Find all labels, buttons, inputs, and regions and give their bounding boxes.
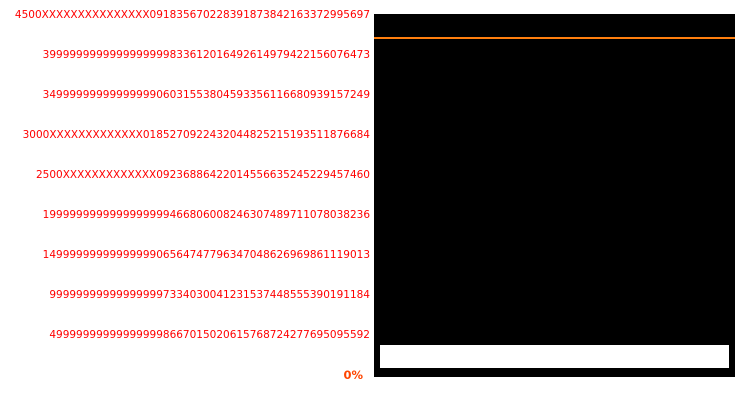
y-tick-label: 3999999999999999999833612016492614979422…: [42, 49, 370, 61]
data-bar: [380, 345, 729, 368]
y-tick-label: 3499999999999999906031553804593356116680…: [42, 89, 370, 101]
y-tick-label: 3000XXXXXXXXXXXXX01852709224320448252151…: [22, 129, 370, 141]
y-tick-label: 1499999999999999906564747796347048626969…: [42, 249, 370, 261]
plot-area: [374, 14, 735, 377]
y-tick-label-zero: 0%: [343, 368, 363, 382]
y-tick-label: 4999999999999999986670150206157687242776…: [49, 329, 370, 341]
threshold-line: [374, 37, 735, 39]
y-tick-label: 2500XXXXXXXXXXXXX09236886422014556635245…: [35, 169, 370, 181]
y-tick-label: 4500XXXXXXXXXXXXXXX091835670228391873842…: [14, 9, 370, 21]
y-tick-label: 9999999999999999973340300412315374485553…: [49, 289, 370, 301]
y-tick-label: 1999999999999999999466806008246307489711…: [42, 209, 370, 221]
